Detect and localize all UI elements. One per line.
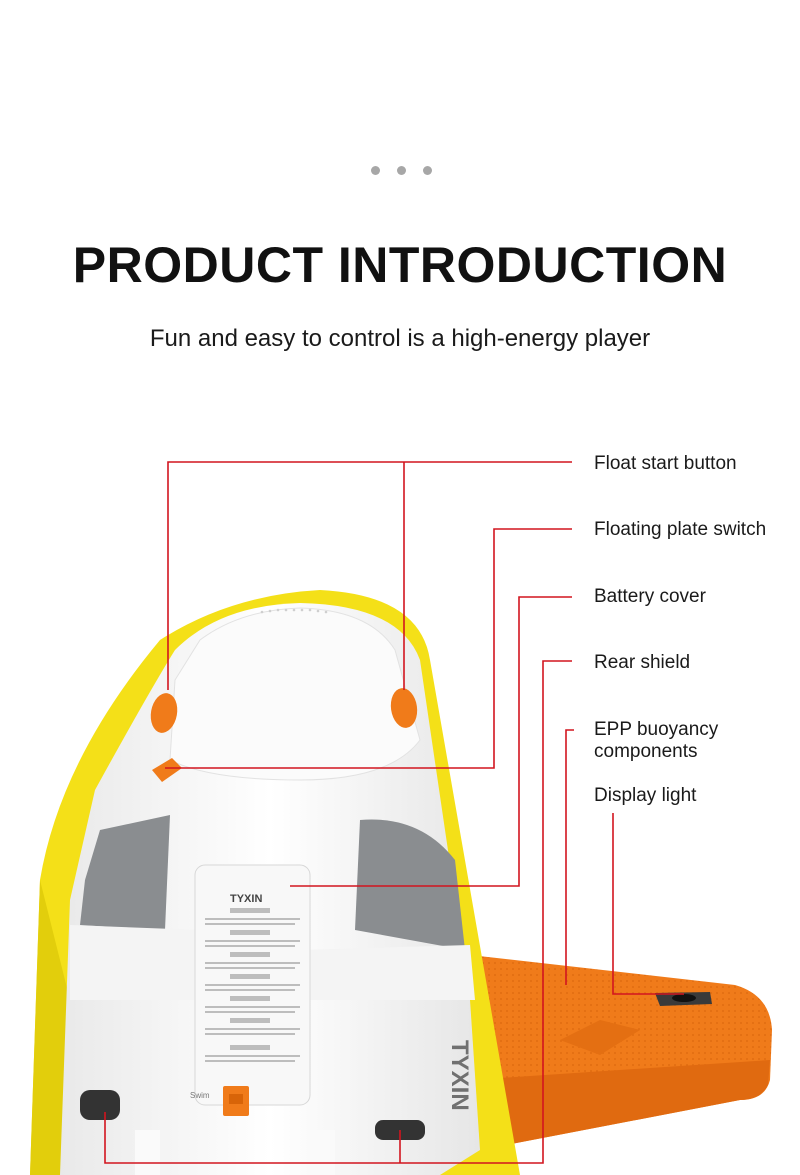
dot <box>371 166 380 175</box>
callout-lines <box>104 461 684 1164</box>
label-brand-text: TYXIN <box>230 893 262 905</box>
callout-epp-buoyancy: EPP buoyancy components <box>594 719 718 763</box>
callout-line-float-start <box>167 461 572 690</box>
callout-battery-cover: Battery cover <box>594 586 706 607</box>
side-brand-text: TYXIN <box>446 1040 473 1111</box>
dot <box>397 166 406 175</box>
callout-line-display-light <box>612 813 684 995</box>
dot <box>423 166 432 175</box>
callout-epp-line2: components <box>594 741 698 762</box>
page-title: PRODUCT INTRODUCTION <box>72 237 728 293</box>
callout-line-plate-switch <box>165 528 572 769</box>
pagination-dots <box>371 166 432 175</box>
callout-epp-line1: EPP buoyancy <box>594 719 719 740</box>
page-subtitle: Fun and easy to control is a high-energy… <box>149 325 651 352</box>
callout-line-epp <box>565 729 574 985</box>
callout-line-rear-shield <box>104 660 572 1164</box>
callout-display-light: Display light <box>594 785 697 806</box>
callout-rear-shield: Rear shield <box>594 652 691 673</box>
swim-mark-text: Swim <box>190 1091 210 1100</box>
main-body: TYXIN TYXIN Swim <box>60 603 480 1175</box>
epp-board <box>470 955 772 1150</box>
callout-line-battery-cover <box>290 596 572 887</box>
callout-float-start-button: Float start button <box>594 453 737 474</box>
callout-floating-plate-switch: Floating plate switch <box>594 519 767 540</box>
